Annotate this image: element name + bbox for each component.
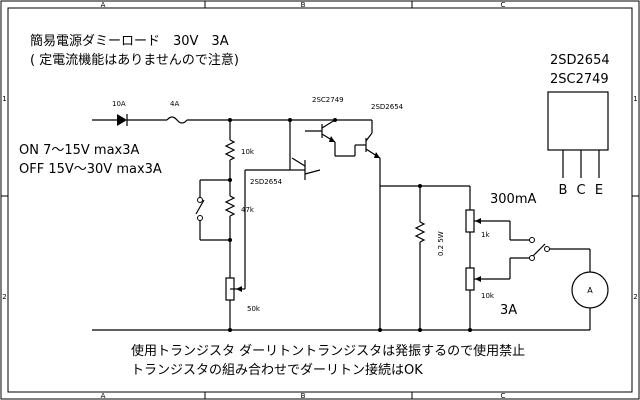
zone-row-1-left: 1: [2, 95, 6, 103]
meter-network: [380, 185, 591, 330]
title-line-2: ( 定電流機能はありませんので注意): [30, 52, 239, 68]
zone-col-c-bottom: C: [501, 392, 506, 400]
zone-col-c-top: C: [501, 1, 506, 9]
diode-symbol: [117, 114, 128, 126]
package-part-1: 2SD2654: [550, 53, 610, 68]
shunt-label: 0.2 5W: [437, 231, 445, 256]
package-outline: [547, 91, 609, 151]
package-part-2: 2SC2749: [550, 72, 609, 87]
ammeter-label: A: [587, 286, 593, 295]
ammeter-icon: [571, 271, 609, 309]
pot-3a-label: 10k: [481, 292, 495, 300]
transistor-large-label: 2SD2654: [371, 103, 404, 111]
range-switch-contact-a: [529, 237, 535, 243]
transistor-left: [244, 157, 321, 289]
zone-col-b-top: B: [301, 1, 306, 9]
transistor-small: [289, 119, 356, 171]
zone-row-2-right: 2: [633, 293, 637, 301]
junction-dots: [228, 118, 472, 332]
divider-chain: [195, 120, 245, 330]
note-line-1: 使用トランジスタ ダーリトントランジスタは発振するので使用禁止: [131, 343, 525, 359]
range-switch-common: [544, 246, 550, 252]
diode-rating-label: 10A: [112, 100, 126, 108]
note-line-2: トランジスタの組み合わせでダーリトン接続はOK: [131, 362, 423, 378]
transistor-large: [355, 120, 381, 330]
pin-b-label: B: [559, 183, 568, 198]
pot-300ma-label: 1k: [481, 231, 490, 239]
pin-c-label: C: [576, 183, 585, 198]
title-line-1: 簡易電源ダミーロード 30V 3A: [30, 34, 229, 49]
zone-col-b-bottom: B: [301, 392, 306, 400]
input-spec-off: OFF 15V～30V max3A: [19, 162, 162, 177]
range-3a-label: 3A: [500, 303, 517, 318]
resistor-top-label: 10k: [241, 148, 255, 156]
zone-col-a-top: A: [101, 1, 106, 9]
fuse-symbol: [166, 116, 188, 124]
pin-e-label: E: [595, 183, 603, 198]
switch-contact-bottom: [197, 215, 203, 221]
input-spec-on: ON 7～15V max3A: [19, 143, 140, 158]
fuse-rating-label: 4A: [170, 100, 179, 108]
switch-contact-top: [197, 197, 203, 203]
range-switch-contact-b: [529, 255, 535, 261]
zone-row-2-left: 2: [2, 293, 6, 301]
transistor-left-label: 2SD2654: [250, 178, 283, 186]
pot-main-label: 50k: [247, 305, 261, 313]
range-300ma-label: 300mA: [490, 192, 536, 207]
resistor-mid-label: 47k: [241, 206, 255, 214]
transistor-small-label: 2SC2749: [312, 96, 344, 104]
zone-row-1-right: 1: [633, 95, 637, 103]
zone-col-a-bottom: A: [101, 392, 106, 400]
